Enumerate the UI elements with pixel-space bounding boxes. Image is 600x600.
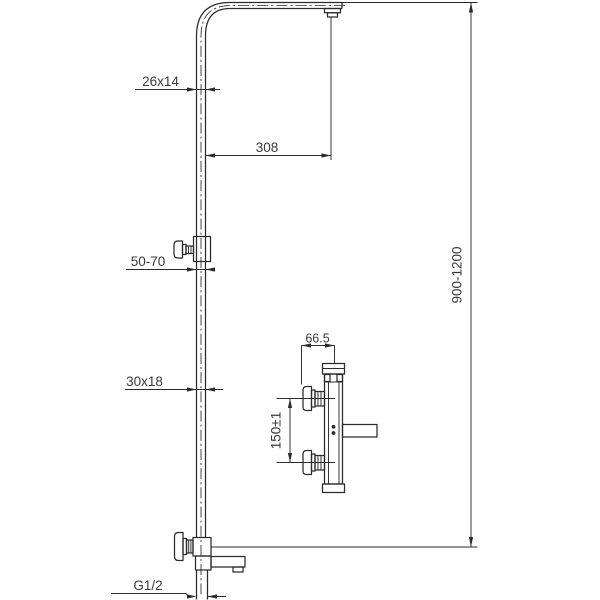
arrowhead-left bbox=[301, 343, 311, 348]
valve-button-lower bbox=[331, 431, 336, 435]
arrowhead-left bbox=[205, 387, 215, 392]
arrowhead-left bbox=[205, 153, 215, 158]
diverter-knob-ridges bbox=[185, 539, 194, 554]
knob-cap bbox=[302, 449, 313, 476]
shower-column-pipe bbox=[195, 1, 345, 597]
slider-bracket bbox=[173, 235, 212, 263]
arrowhead-left bbox=[207, 594, 217, 599]
dim-label-900-1200: 900-1200 bbox=[450, 246, 465, 303]
mixer-valve bbox=[276, 362, 378, 494]
dim-label-308: 308 bbox=[256, 140, 279, 155]
arrowhead-right bbox=[187, 594, 197, 599]
dim-label-30x18: 30x18 bbox=[126, 374, 163, 389]
dim-arm-tube-26x14: 26x14 bbox=[135, 74, 220, 92]
connector-nut bbox=[326, 12, 339, 18]
pipe-inner-edge bbox=[204, 7, 342, 538]
dim-label-26x14: 26x14 bbox=[142, 74, 179, 89]
dim-arm-reach-308: 308 bbox=[205, 17, 332, 160]
arrowhead-right bbox=[187, 387, 197, 392]
valve-bottom-cap bbox=[321, 483, 346, 494]
diverter-knob-cap bbox=[173, 531, 184, 562]
dim-slider-50-70: 50-70 bbox=[126, 254, 215, 272]
dim-label-150: 150±1 bbox=[269, 412, 284, 449]
arrowhead-up bbox=[468, 2, 474, 13]
bracket-knob-cap bbox=[173, 240, 184, 259]
connector-flange bbox=[323, 7, 342, 14]
valve-notch-left bbox=[323, 373, 331, 383]
diverter-ridge-lines bbox=[188, 540, 192, 553]
dim-label-50-70: 50-70 bbox=[131, 254, 166, 269]
pipe-centerline bbox=[200, 5, 345, 597]
spout-base-block bbox=[194, 555, 212, 571]
dim-inlets-150: 150±1 bbox=[269, 398, 293, 463]
pipe-outer-edge bbox=[195, 1, 342, 538]
dim-label-g12: G1/2 bbox=[133, 578, 162, 593]
dim-thread-g12: G1/2 bbox=[111, 578, 226, 599]
arrowhead-right bbox=[321, 153, 331, 158]
valve-button-upper bbox=[331, 424, 336, 429]
diverter-block bbox=[192, 536, 212, 557]
valve-body-inner-lines bbox=[328, 382, 340, 484]
arrowhead-right bbox=[325, 343, 335, 348]
arrowhead-down bbox=[468, 537, 474, 547]
label-underline bbox=[111, 593, 189, 597]
knob-cap bbox=[302, 385, 313, 412]
valve-notch-right bbox=[336, 373, 344, 383]
dim-valve-66-5: 66.5 bbox=[301, 332, 335, 385]
arrowhead-left bbox=[205, 87, 215, 92]
dim-column-tube-30x18: 30x18 bbox=[125, 374, 223, 392]
arrowhead-right bbox=[187, 267, 197, 272]
dim-label-66-5: 66.5 bbox=[305, 332, 329, 346]
bracket-knob-ridges bbox=[185, 245, 195, 255]
arrowhead-down bbox=[287, 453, 293, 463]
arrowhead-right bbox=[187, 87, 197, 92]
valve-body bbox=[323, 373, 344, 485]
valve-outlet-spout bbox=[341, 423, 378, 438]
tub-spout-body bbox=[210, 555, 246, 568]
shower-head-connector bbox=[323, 7, 342, 18]
dim-height-900-1200: 900-1200 bbox=[211, 2, 478, 548]
arrowhead-up bbox=[287, 398, 293, 408]
tub-spout-assembly bbox=[173, 531, 246, 600]
arrowhead-left bbox=[205, 267, 215, 272]
bracket-ridge-lines bbox=[188, 246, 192, 254]
tub-spout-nozzle bbox=[232, 566, 244, 573]
inlet-stub-edges bbox=[195, 570, 209, 600]
